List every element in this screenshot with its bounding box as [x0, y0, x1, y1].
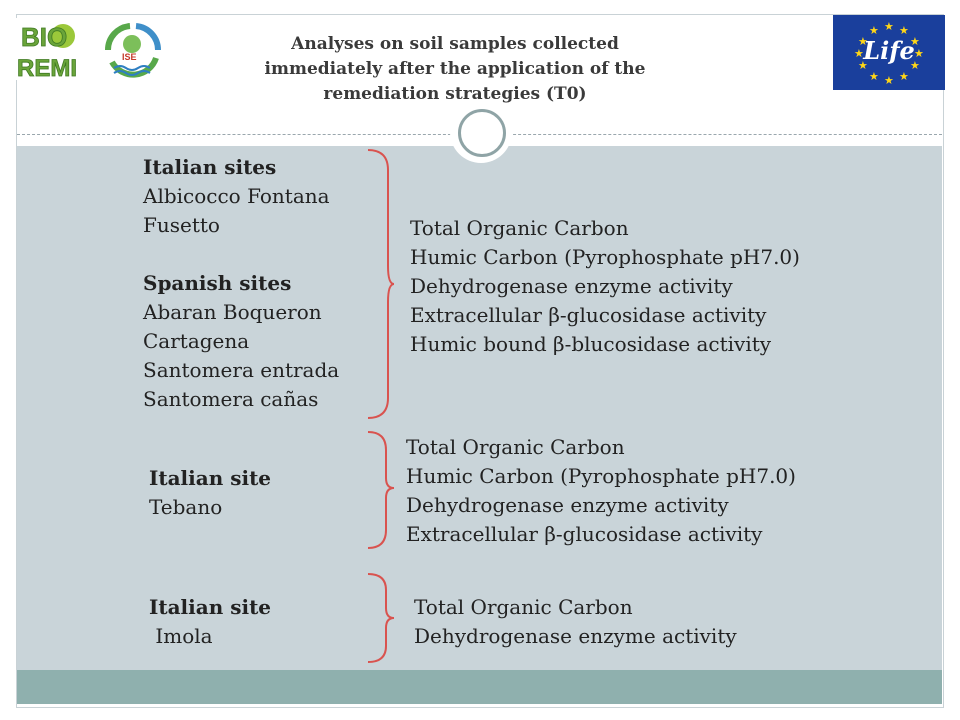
star-icon: ★ [869, 24, 879, 37]
star-icon: ★ [858, 59, 868, 72]
site-heading: Italian site [149, 466, 272, 490]
ise-recycle-logo: ISE [104, 23, 162, 78]
site-heading: Spanish sites [143, 271, 292, 295]
star-icon: ★ [884, 20, 894, 33]
group-3-sites: Italian site Imola [149, 593, 271, 651]
site-name: Tebano [149, 495, 223, 519]
group-3-bracket [367, 573, 395, 663]
star-icon: ★ [869, 70, 879, 83]
star-icon: ★ [899, 70, 909, 83]
slide-frame [16, 14, 944, 708]
decorative-circle-inner [458, 109, 506, 157]
group-2-analyses: Total Organic Carbon Humic Carbon (Pyrop… [406, 433, 796, 549]
analysis-item: Extracellular β-glucosidase activity [410, 303, 767, 327]
site-name: Cartagena [143, 329, 250, 353]
group-3-analyses: Total Organic Carbon Dehydrogenase enzym… [414, 593, 737, 651]
analysis-item: Dehydrogenase enzyme activity [406, 493, 729, 517]
site-name: Albicocco Fontana [143, 184, 330, 208]
group-1-bracket [367, 149, 395, 419]
site-name: Fusetto [143, 213, 220, 237]
star-icon: ★ [884, 74, 894, 87]
slide-title: Analyses on soil samples collected immed… [230, 32, 680, 107]
analysis-item: Total Organic Carbon [410, 216, 629, 240]
star-icon: ★ [910, 35, 920, 48]
site-name: Santomera cañas [143, 387, 319, 411]
site-name: Imola [149, 624, 213, 648]
bioremi-logo: BIO REMI [15, 18, 85, 80]
bioremi-logo-text-top: BIO [21, 22, 67, 52]
group-1-analyses: Total Organic Carbon Humic Carbon (Pyrop… [410, 214, 800, 359]
slide-title-line: immediately after the application of the [264, 59, 646, 79]
slide-title-line: Analyses on soil samples collected [291, 34, 619, 54]
analysis-item: Extracellular β-glucosidase activity [406, 522, 763, 546]
star-icon: ★ [910, 59, 920, 72]
analysis-item: Dehydrogenase enzyme activity [410, 274, 733, 298]
eu-life-logo-text: Life [863, 36, 915, 65]
slide-footer-bar [17, 670, 942, 704]
group-2-sites: Italian site Tebano [149, 464, 271, 522]
group-1-sites: Italian sites Albicocco Fontana Fusetto … [143, 153, 339, 414]
site-name: Abaran Boqueron [143, 300, 322, 324]
analysis-item: Humic bound β-blucosidase activity [410, 332, 772, 356]
ise-logo-text: ISE [122, 52, 137, 62]
site-heading: Italian site [149, 595, 272, 619]
star-icon: ★ [854, 47, 864, 60]
site-heading: Italian sites [143, 155, 277, 179]
analysis-item: Total Organic Carbon [414, 595, 633, 619]
eu-life-logo: ★ ★ ★ ★ ★ ★ ★ ★ ★ ★ ★ ★ Life [833, 15, 945, 90]
analysis-item: Total Organic Carbon [406, 435, 625, 459]
analysis-item: Humic Carbon (Pyrophosphate pH7.0) [410, 245, 800, 269]
analysis-item: Humic Carbon (Pyrophosphate pH7.0) [406, 464, 796, 488]
site-name: Santomera entrada [143, 358, 340, 382]
slide-content-area [17, 146, 942, 670]
star-icon: ★ [914, 47, 924, 60]
bioremi-logo-text-bottom: REMI [17, 55, 77, 80]
star-icon: ★ [858, 35, 868, 48]
slide-title-line: remediation strategies (T0) [323, 84, 587, 104]
group-2-bracket [367, 431, 395, 549]
analysis-item: Dehydrogenase enzyme activity [414, 624, 737, 648]
star-icon: ★ [899, 24, 909, 37]
